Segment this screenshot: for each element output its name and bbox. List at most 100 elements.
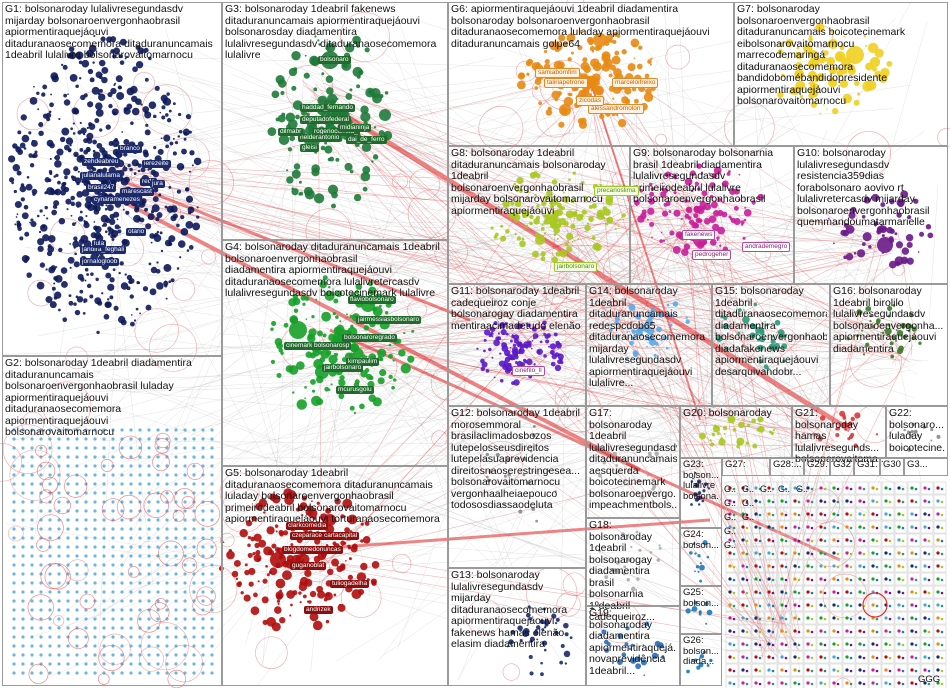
small-group-node	[754, 499, 757, 502]
small-group-node	[780, 590, 783, 593]
small-group-node	[902, 670, 905, 673]
small-group-node	[759, 566, 762, 569]
small-group-node	[863, 514, 866, 517]
small-group-node	[819, 603, 822, 606]
small-group-node	[915, 605, 918, 608]
small-group-node	[850, 488, 853, 491]
small-group-node	[897, 681, 900, 684]
small-group-node	[923, 681, 926, 684]
small-group-node	[733, 488, 736, 491]
small-group-node	[871, 642, 874, 645]
group-label-g15: G15: bolsonaroday 1deabril ditaduranaose…	[715, 286, 827, 378]
small-group-node	[902, 514, 905, 517]
small-group-node	[806, 525, 809, 528]
small-group-cell	[921, 586, 933, 598]
small-group-node	[897, 577, 900, 580]
group-label-g8: G8: bolsonaroday 1deabril ditaduranuncam…	[451, 148, 627, 217]
small-group-node	[798, 605, 801, 608]
small-group-cell	[869, 547, 881, 559]
small-group-node	[850, 566, 853, 569]
small-group-cell	[856, 508, 868, 520]
small-group-node	[811, 618, 814, 621]
small-group-node	[728, 564, 731, 567]
small-group-node	[798, 488, 801, 491]
small-group-node	[819, 668, 822, 671]
small-group-node	[780, 525, 783, 528]
group-box-g28: G28:...	[770, 458, 804, 476]
small-group-node	[936, 486, 939, 489]
small-group-node	[910, 590, 913, 593]
small-group-node	[741, 551, 744, 554]
small-group-node	[928, 501, 931, 504]
small-group-node	[889, 644, 892, 647]
small-group-node	[759, 579, 762, 582]
small-group-node	[941, 592, 944, 595]
small-group-node	[746, 618, 749, 621]
small-group-node	[746, 527, 749, 530]
small-group-node	[837, 488, 840, 491]
small-group-node	[936, 668, 939, 671]
small-group-cell	[934, 495, 946, 507]
small-group-cell	[921, 625, 933, 637]
small-group-cell	[778, 664, 790, 676]
small-group-node	[728, 616, 731, 619]
vertex-label: guganoblat	[290, 562, 326, 570]
small-group-node	[845, 564, 848, 567]
vertex-label: bolsonaroregrado	[342, 334, 397, 342]
small-group-cell	[791, 664, 803, 676]
small-group-node	[832, 603, 835, 606]
small-group-node	[798, 553, 801, 556]
small-group-node	[780, 629, 783, 632]
small-group-node	[876, 605, 879, 608]
small-group-node	[928, 566, 931, 569]
small-group-node	[780, 486, 783, 489]
small-group-node	[902, 488, 905, 491]
small-group-node	[889, 527, 892, 530]
small-group-cell	[752, 677, 764, 688]
small-group-node	[832, 512, 835, 515]
small-group-node	[928, 488, 931, 491]
small-group-node	[746, 657, 749, 660]
small-group-node	[811, 514, 814, 517]
small-group-node	[754, 642, 757, 645]
vertex-label: mcurusgolu	[336, 386, 374, 394]
small-group-cell	[921, 677, 933, 688]
small-group-node	[754, 486, 757, 489]
small-group-node	[850, 579, 853, 582]
small-group-node	[832, 681, 835, 684]
small-group-cell	[830, 495, 842, 507]
small-group-node	[850, 670, 853, 673]
small-group-node	[759, 683, 762, 686]
small-group-node	[798, 644, 801, 647]
small-group-cell	[726, 664, 738, 676]
small-group-node	[845, 538, 848, 541]
small-group-node	[819, 642, 822, 645]
small-group-node	[889, 670, 892, 673]
small-group-cell	[739, 664, 751, 676]
group-box-g23: G23: bolson... lulalivre bolsona...	[680, 458, 722, 528]
small-group-node	[884, 538, 887, 541]
small-group-node	[923, 538, 926, 541]
small-group-node	[897, 668, 900, 671]
small-group-cell	[856, 651, 868, 663]
small-group-cell	[895, 625, 907, 637]
small-group-node	[863, 527, 866, 530]
small-group-node	[733, 527, 736, 530]
small-group-node	[876, 501, 879, 504]
small-group-node	[889, 657, 892, 660]
group-box-g2: G2: bolsonaroday 1deabril diadamentira d…	[2, 356, 222, 686]
small-group-node	[767, 564, 770, 567]
small-group-cell	[817, 664, 829, 676]
small-group-cell	[726, 677, 738, 688]
small-group-cell	[908, 664, 920, 676]
small-group-node	[741, 681, 744, 684]
small-group-cell	[921, 508, 933, 520]
small-group-node	[798, 566, 801, 569]
group-box-g15: G15: bolsonaroday 1deabril ditaduranaose…	[712, 284, 830, 406]
small-group-node	[941, 670, 944, 673]
small-group-node	[806, 486, 809, 489]
small-group-node	[733, 501, 736, 504]
small-group-node	[910, 668, 913, 671]
group-label-g7: G7: bolsonaroday bolsonaroenvergonhaobra…	[737, 4, 945, 108]
small-group-node	[785, 683, 788, 686]
